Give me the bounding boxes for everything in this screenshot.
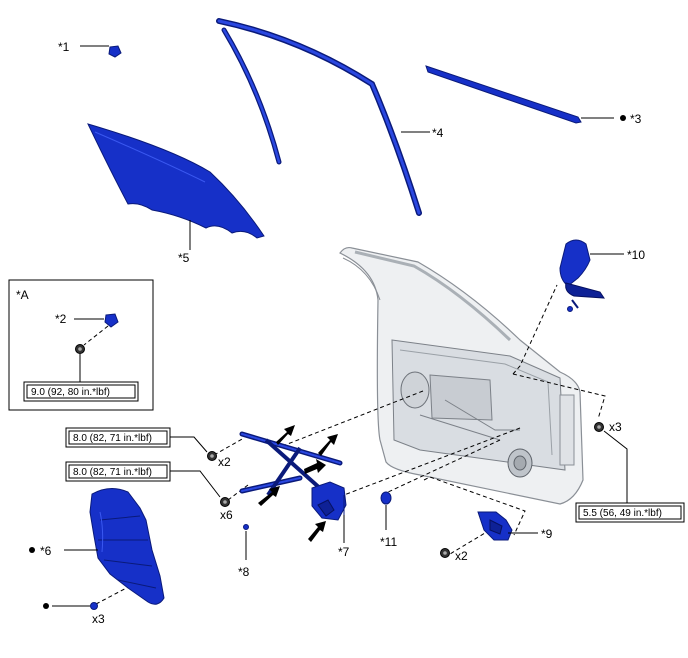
callout-11: *11 — [380, 535, 397, 549]
clip-icon — [90, 602, 98, 610]
bullet-6 — [29, 547, 35, 553]
part-2-clip — [104, 313, 119, 328]
torque-right: 5.5 (56, 49 in.*lbf) — [583, 508, 662, 519]
callout-6: *6 — [40, 544, 52, 558]
arrow-icon-2 — [318, 434, 338, 456]
arrow-icon-5 — [308, 521, 326, 542]
arrow-icon-1 — [276, 425, 295, 445]
part-4-glass-run — [216, 18, 422, 216]
dash-mirror — [512, 284, 558, 375]
part-5-door-glass — [87, 123, 265, 239]
callout-7: *7 — [338, 545, 350, 559]
torque-lower: 8.0 (82, 71 in.*lbf) — [73, 467, 152, 478]
qty-upper-bolts: x2 — [218, 455, 231, 469]
dash-bracket — [423, 476, 526, 536]
part-9-bracket — [477, 511, 513, 541]
inset-torque: 9.0 (92, 80 in.*lbf) — [31, 387, 110, 398]
bullet-clips — [43, 603, 49, 609]
part-1-clip — [108, 45, 122, 58]
arrow-icon-4 — [258, 486, 280, 506]
qty-bracket-bolts: x2 — [455, 549, 468, 563]
dash-regulator-upper — [279, 390, 424, 448]
torque-upper: 8.0 (82, 71 in.*lbf) — [73, 433, 152, 444]
dash-upper-bolts — [213, 437, 245, 456]
dash-bracket-bolts — [449, 529, 491, 555]
part-11-plug — [380, 491, 392, 505]
callout-9: *9 — [541, 527, 553, 541]
part-10-mirror — [559, 239, 605, 312]
dash-regulator-lower — [343, 427, 521, 496]
part-3-belt-moulding — [425, 65, 582, 124]
door-panel — [339, 246, 584, 505]
inset-a-title: *A — [16, 288, 29, 302]
arrow-markers — [258, 425, 338, 542]
callout-8: *8 — [238, 565, 250, 579]
part-regulator — [239, 431, 347, 521]
callout-3: *3 — [630, 112, 642, 126]
part-6-hole-cover — [89, 488, 165, 605]
arrow-icon-3 — [304, 459, 326, 474]
qty-lower-bolts: x6 — [220, 508, 233, 522]
callout-5: *5 — [178, 251, 190, 265]
part-8-clip — [243, 524, 249, 530]
inset-dash — [83, 325, 109, 346]
callout-10: *10 — [627, 248, 645, 262]
inset-a: *A *2 9.0 (92, 80 in.*lbf) — [8, 279, 154, 411]
qty-panel-clips: x3 — [92, 612, 105, 626]
inset-callout-2: *2 — [55, 312, 67, 326]
callout-1: *1 — [58, 40, 70, 54]
qty-right-bolts: x3 — [609, 420, 622, 434]
bullet-3 — [620, 115, 626, 121]
dash-right-bolts — [512, 373, 606, 420]
callout-4: *4 — [432, 126, 444, 140]
